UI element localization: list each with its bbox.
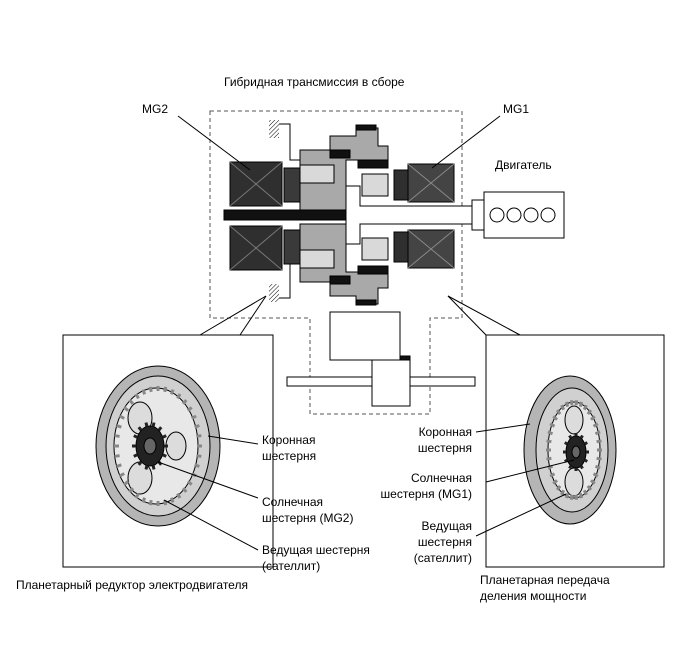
main-shaft [224,210,346,220]
gear-tooth [584,490,586,494]
gear-tooth [584,405,586,409]
gear-tooth [566,402,567,407]
gear-tooth [580,493,581,498]
gear-tooth [585,443,588,445]
gear-tooth [562,490,564,494]
gear-tooth [595,432,600,434]
left-planetary-gearset [96,366,220,526]
gear-tooth [165,387,166,392]
gear-tooth [566,493,567,498]
gear-tooth [139,462,141,465]
output-shaft [287,312,475,406]
gear-tooth [570,466,572,469]
gear-tooth [163,436,167,438]
gear-tooth [196,436,201,437]
engine-block [472,192,564,238]
gear-tooth [117,425,122,427]
gear-tooth [580,402,581,407]
gear-tooth [134,436,138,438]
gear-tooth [153,465,154,469]
gear-tooth [581,466,583,469]
left-pinion-gear-label: Ведущая шестерня (сателлит) [262,542,370,574]
gear-tooth [546,441,551,442]
mg1-label: MG1 [503,101,529,117]
gear-tooth [150,500,151,505]
gear-tooth [171,498,173,503]
mg2-label: MG2 [142,101,168,117]
engine-label: Двигатель [495,157,552,173]
right-planetary-gearset [524,376,616,524]
right-ring-gear-label: Коронная шестерня [396,424,472,456]
gear-tooth [150,387,151,392]
diagram-title: Гибридная трансмиссия в сборе [224,74,404,90]
right-inset-caption: Планетарная передача деления мощности [480,572,610,604]
right-pinion-gear-label: Ведущая шестерня (сателлит) [396,518,472,566]
gear-tooth [159,427,161,430]
right-sun-gear-label: Солнечная шестерня (MG1) [368,470,472,502]
left-ring-gear-label: Коронная шестерня [262,432,316,464]
gear-tooth [117,465,122,467]
housing-mount-top [269,120,300,160]
gear-tooth [585,460,588,462]
gear-tooth [597,458,602,459]
gear-tooth [581,436,583,439]
gear-tooth [597,441,602,442]
gear-tooth [139,427,141,430]
left-inset-caption: Планетарный редуктор электродвигателя [16,577,248,593]
left-sun-gear-label: Солнечная шестерня (MG2) [262,494,353,526]
gear-tooth [115,436,120,437]
gear-tooth [196,456,201,457]
gear-tooth [163,455,167,457]
gear-tooth [595,466,600,468]
gear-tooth [153,423,154,427]
gear-tooth [562,405,564,409]
gear-tooth [195,465,200,467]
gear-tooth [570,436,572,439]
gear-tooth [195,425,200,427]
gear-tooth [546,458,551,459]
gear-tooth [146,465,147,469]
gear-tooth [171,390,173,395]
gear-tooth [134,455,138,457]
gear-tooth [143,498,145,503]
gear-tooth [146,423,147,427]
gear-tooth [115,456,120,457]
gear-tooth [143,390,145,395]
gear-tooth [548,432,553,434]
gear-tooth [565,443,568,445]
